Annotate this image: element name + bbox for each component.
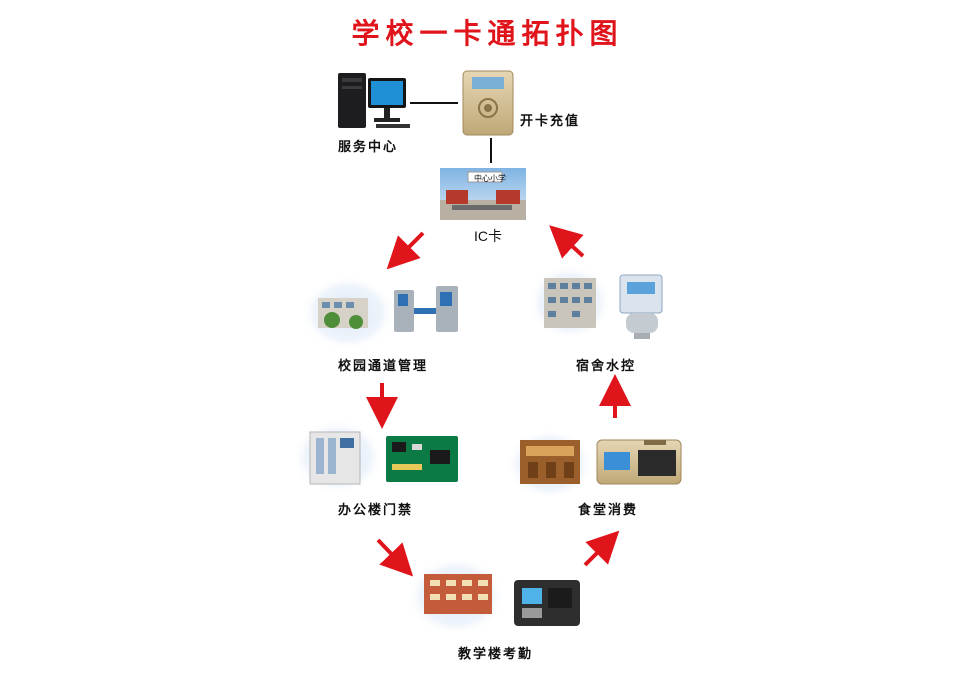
label-teaching-attendance: 教学楼考勤 bbox=[458, 647, 534, 662]
pos-terminal-icon bbox=[596, 439, 682, 485]
turnstile-icon bbox=[394, 286, 458, 332]
school-gate-image bbox=[440, 168, 526, 220]
arrow-office-to-teaching bbox=[376, 538, 414, 577]
label-school-sign: 中心小学 bbox=[474, 174, 506, 183]
diagram-title: 学校一卡通拓扑图 bbox=[351, 17, 624, 50]
label-office-access: 办公楼门禁 bbox=[338, 503, 414, 518]
canteen-image bbox=[506, 428, 594, 500]
server-computer-icon bbox=[338, 73, 410, 128]
arrow-teaching-to-canteen bbox=[583, 530, 620, 567]
label-campus-gate: 校园通道管理 bbox=[338, 359, 429, 374]
label-canteen: 食堂消费 bbox=[578, 503, 639, 518]
card-reader-icon bbox=[462, 70, 514, 136]
label-service-center: 服务中心 bbox=[338, 140, 399, 155]
arrow-dorm-to-card bbox=[549, 225, 585, 259]
office-building-image bbox=[292, 419, 384, 495]
water-meter-icon bbox=[619, 274, 663, 339]
dormitory-image bbox=[528, 264, 612, 340]
label-card-recharge: 开卡充值 bbox=[520, 114, 581, 129]
access-control-board-icon bbox=[386, 436, 458, 482]
label-dorm-water: 宿舍水控 bbox=[576, 359, 637, 374]
arrow-card-to-gate bbox=[386, 231, 425, 270]
attendance-terminal-icon bbox=[514, 580, 580, 626]
campus-gate-image bbox=[300, 275, 396, 351]
label-ic-card: IC卡 bbox=[474, 228, 502, 244]
teaching-building-image bbox=[406, 556, 506, 636]
